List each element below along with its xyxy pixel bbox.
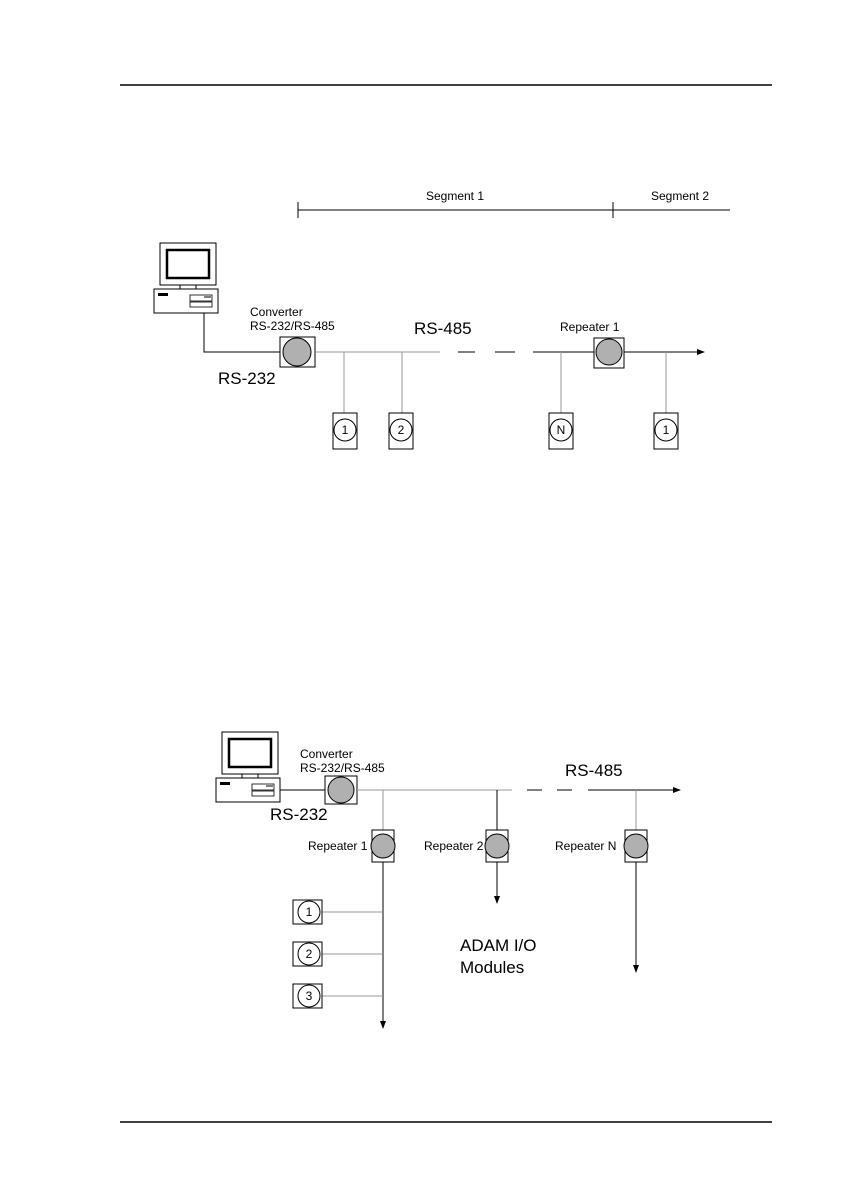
module-label: 1 xyxy=(306,905,313,919)
adam-label-line1: ADAM I/O xyxy=(460,936,537,955)
node-device: 2 xyxy=(389,413,413,449)
repeater-device xyxy=(371,830,395,862)
converter-label: Converter xyxy=(300,747,353,761)
node-device: 1 xyxy=(333,413,357,449)
adam-label-line2: Modules xyxy=(460,958,524,977)
node-label: 1 xyxy=(342,423,349,437)
module-label: 3 xyxy=(306,989,313,1003)
repeater-device xyxy=(624,830,648,862)
node-label: N xyxy=(557,423,566,437)
node-device: 1 xyxy=(654,413,678,449)
repeater-device xyxy=(594,338,624,368)
segment-scale: Segment 1 Segment 2 xyxy=(298,189,730,218)
converter-label: Converter xyxy=(250,305,303,319)
rs232-label: RS-232 xyxy=(270,805,328,824)
module-label: 2 xyxy=(306,947,313,961)
diagram-star-layout: Converter RS-232/RS-485 RS-232 RS-485 Re… xyxy=(216,732,680,1028)
repeater-label: Repeater N xyxy=(555,839,616,853)
node-device: N xyxy=(549,413,573,449)
host-computer-icon xyxy=(216,732,280,802)
repeater-label: Repeater 2 xyxy=(424,839,484,853)
repeater-label: Repeater 1 xyxy=(308,839,368,853)
converter-device xyxy=(325,776,357,804)
module-device: 2 xyxy=(293,942,322,966)
rs232-label: RS-232 xyxy=(218,369,276,388)
repeater-label: Repeater 1 xyxy=(560,320,620,334)
converter-sublabel: RS-232/RS-485 xyxy=(300,761,385,775)
node-label: 1 xyxy=(663,423,670,437)
rs485-label: RS-485 xyxy=(565,761,623,780)
node-label: 2 xyxy=(398,423,405,437)
converter-device xyxy=(280,337,315,367)
rs485-label: RS-485 xyxy=(414,319,472,338)
module-device: 1 xyxy=(293,900,322,924)
segment-2-label: Segment 2 xyxy=(651,189,709,203)
converter-sublabel: RS-232/RS-485 xyxy=(250,319,335,333)
repeater-device xyxy=(485,830,509,862)
segment-1-label: Segment 1 xyxy=(426,189,484,203)
diagram-daisy-chain: Segment 1 Segment 2 Converter RS-232/RS-… xyxy=(154,189,730,449)
host-computer-icon xyxy=(154,243,218,313)
module-device: 3 xyxy=(293,984,322,1008)
